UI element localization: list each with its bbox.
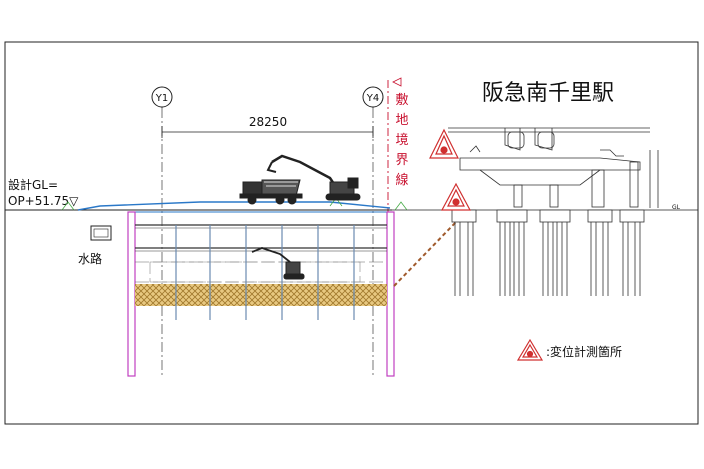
measurement-marker-icon: [429, 128, 459, 159]
boundary-char: 線: [395, 172, 408, 188]
boundary-char: 敷: [395, 93, 408, 108]
dimension-value: 28250: [249, 115, 287, 129]
dimension-line: 28250: [161, 115, 374, 138]
grid-bubble-y1: Y1: [151, 86, 173, 108]
waterway-label: 水路: [78, 251, 102, 266]
dump-truck-icon: [239, 179, 303, 205]
strut-levels: [135, 224, 387, 283]
legend-marker-icon: [516, 338, 544, 361]
legend-text: :変位計測箇所: [546, 344, 622, 359]
waterway-inner: [93, 228, 109, 238]
boundary-char: 界: [395, 153, 408, 168]
boundary-arrow-icon: [392, 77, 402, 87]
small-excavator-icon: [251, 247, 305, 280]
grid-label-y4: Y4: [366, 93, 379, 104]
retaining-wall-right: [386, 211, 395, 377]
excavator-icon: [266, 154, 361, 201]
boundary-char: 地: [395, 113, 408, 128]
gl-mark: GL: [672, 204, 681, 211]
grid-bubble-y4: Y4: [362, 86, 384, 108]
legend: :変位計測箇所: [516, 338, 622, 361]
station-name: 阪急南千里駅: [482, 81, 614, 106]
ground-level-line2: OP+51.75▽: [8, 194, 79, 208]
ground-level-line1: 設計GL=: [8, 177, 58, 192]
influence-line: [393, 221, 457, 287]
boundary-label: 敷 地 境 界 線: [395, 93, 408, 188]
foundation-piles: [175, 225, 355, 320]
waterway-icon: [90, 225, 112, 241]
station-pile-shafts: [454, 222, 641, 296]
drawing-frame: [4, 41, 699, 425]
grid-label-y1: Y1: [155, 93, 168, 104]
station-viaduct: [448, 127, 659, 208]
retaining-wall-left: [127, 211, 136, 377]
boundary-char: 境: [395, 133, 408, 148]
soil-improvement-layer: [135, 284, 387, 306]
measurement-marker-icon: [440, 182, 472, 211]
station-piles: [451, 209, 645, 223]
